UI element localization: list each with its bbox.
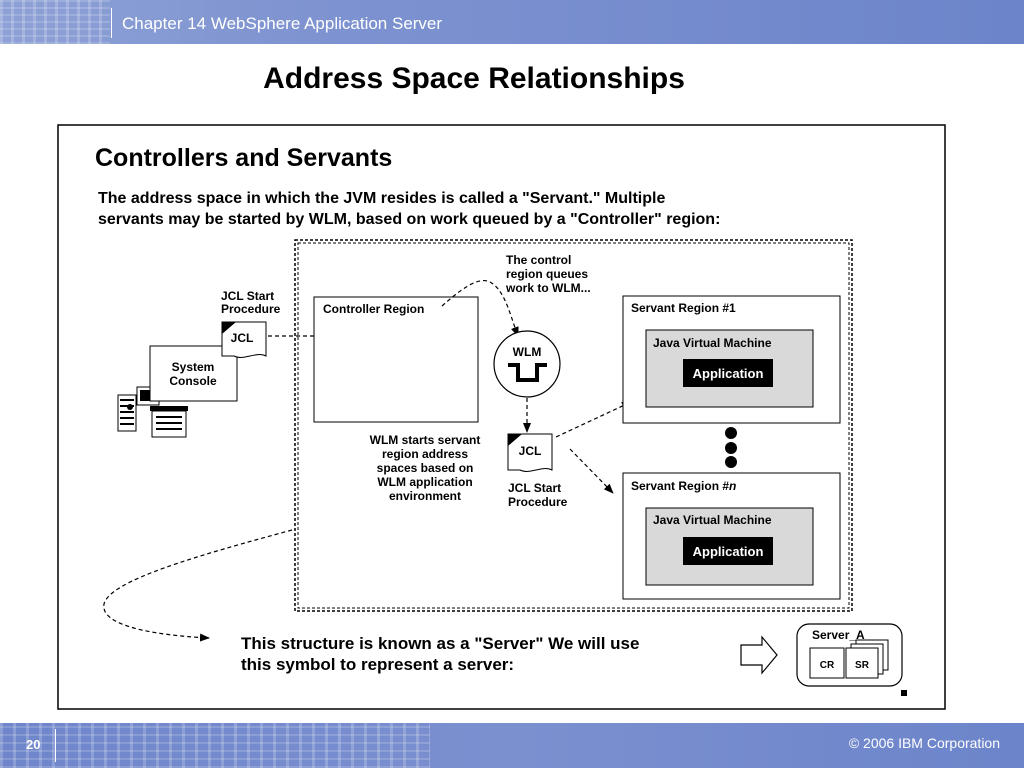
controller-region-box (313, 296, 479, 423)
header-bar: Chapter 14 WebSphere Application Server (0, 0, 1024, 44)
footer-texture (0, 723, 430, 768)
application-n-box (683, 537, 773, 565)
intro-line-2: servants may be started by WLM, based on… (98, 211, 720, 228)
copyright: © 2006 IBM Corporation (848, 735, 1000, 751)
wlm-circle (493, 330, 561, 398)
system-console-label-2: Console (169, 374, 217, 388)
intro-line-1: The address space in which the JVM resid… (98, 190, 665, 207)
controller-region-label: Controller Region (323, 302, 424, 316)
control-note-1: The control (506, 253, 571, 267)
system-console-label-1: System (172, 360, 215, 374)
jcl-start-mid-2: Procedure (508, 495, 568, 509)
application-1-box (683, 359, 773, 387)
cr-box (809, 647, 845, 679)
jvm-1-label: Java Virtual Machine (653, 336, 772, 350)
jcl-label-mid: JCL (519, 444, 542, 458)
jcl-start-top-2: Procedure (221, 302, 281, 316)
continuation-dot-3 (725, 456, 737, 468)
jcl-start-top-1: JCL Start (221, 289, 274, 303)
bottom-line-1: This structure is known as a "Server" We… (241, 634, 639, 653)
continuation-dot-1 (725, 427, 737, 439)
footer-divider (55, 729, 56, 762)
sr-box (845, 647, 879, 679)
continuation-dot-2 (725, 442, 737, 454)
jcl-document-icon (221, 321, 267, 358)
wlm-queue-icon (508, 363, 547, 382)
jcl-label-top: JCL (231, 331, 254, 345)
application-n-label: Application (693, 544, 764, 559)
wlm-label: WLM (513, 345, 542, 359)
block-arrow-icon (740, 635, 778, 675)
wlm-note-3: spaces based on (377, 461, 474, 475)
bottom-line-2: this symbol to represent a server: (241, 655, 514, 674)
slide-title: Address Space Relationships (263, 62, 685, 95)
control-note-3: work to WLM... (505, 281, 591, 295)
servant-region-n-label: Servant Region #n (631, 479, 736, 493)
header-texture (0, 0, 110, 44)
chapter-title: Chapter 14 WebSphere Application Server (122, 14, 443, 33)
servant-region-1-label: Servant Region #1 (631, 301, 736, 315)
sr-label: SR (855, 660, 870, 671)
jvm-n-label: Java Virtual Machine (653, 513, 772, 527)
wlm-note-2: region address (382, 447, 468, 461)
arrow-jcl-to-servant-n (569, 448, 614, 494)
servant-region-n-suffix: n (729, 479, 736, 493)
application-1-label: Application (693, 366, 764, 381)
page-number: 20 (26, 737, 41, 752)
servant-region-n-prefix: Servant Region # (631, 479, 729, 493)
footer-bar: 20 © 2006 IBM Corporation (0, 723, 1024, 768)
server-a-label: Server_A (812, 628, 865, 642)
wlm-note-1: WLM starts servant (370, 433, 481, 447)
arrow-controller-to-wlm (441, 280, 519, 337)
server-boundary (294, 239, 853, 612)
arrow-server-to-description (103, 529, 293, 642)
cr-label: CR (820, 660, 835, 671)
header-divider (111, 8, 112, 38)
corner-marker (901, 690, 907, 696)
jcl-document-mid-icon (507, 433, 553, 472)
wlm-note-4: WLM application (377, 475, 472, 489)
wlm-note-5: environment (389, 489, 461, 503)
figure-heading: Controllers and Servants (95, 144, 392, 172)
jcl-start-mid-1: JCL Start (508, 481, 561, 495)
server-boundary-inner (297, 242, 850, 609)
control-note-2: region queues (506, 267, 588, 281)
